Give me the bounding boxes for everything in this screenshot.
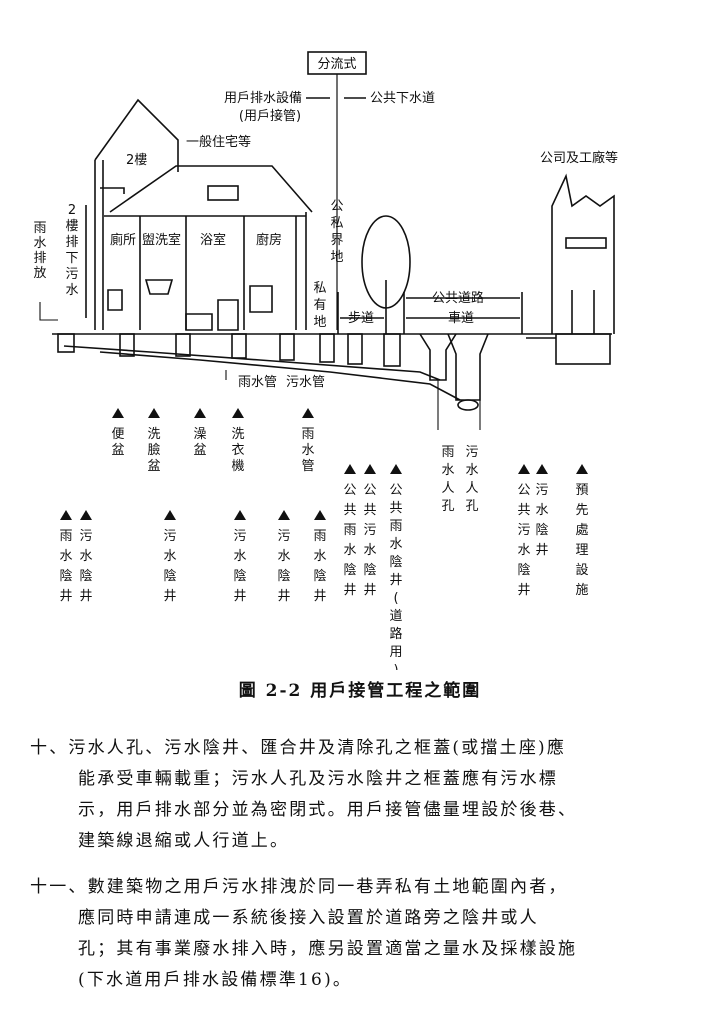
well-8 [383,333,401,367]
fixture-rainpipe-label: 雨水管 [301,427,314,474]
well-5 [279,333,295,361]
factory-public-sewage-well-label: 公共污水陰井 [517,483,530,598]
rain-discharge-label: 雨水排放 [33,221,46,281]
sidewalk-label: 步道 [348,311,374,326]
bottom-rain-well-label-1: 雨水陰井 [59,529,72,604]
public-rain-well-road-label: 公共雨水陰井(道路用) [389,483,402,670]
bottom-sewage-well-label-4: 污水陰井 [277,529,290,604]
public-rain-well-label: 公共雨水陰井 [343,483,356,598]
room-label-1: 廁所 [110,232,136,248]
well-1 [57,333,75,353]
bottom-rain-well-label-2: 雨水陰井 [313,529,326,604]
well-2 [119,333,135,357]
paragraph-line: 孔；其有事業廢水排入時，應另設置適當之量水及採樣設施 [78,939,578,959]
room-label-3: 浴室 [200,232,226,248]
bathtub [185,313,213,331]
rain-pipe-label: 雨水管 [238,375,277,390]
pretreatment-tank [555,333,611,365]
main-roof [109,165,313,213]
paragraph-11: 十一、數建築物之用戶污水排洩於同一巷弄私有土地範圍內者， 應同時申請連成一系統後… [30,872,690,996]
paragraph-line: 十一、數建築物之用戶污水排洩於同一巷弄私有土地範圍內者， [30,877,568,897]
bottom-sewage-well-label-2: 污水陰井 [163,529,176,604]
floor2-label: 2樓 [126,153,147,168]
fixture-washer-label: 洗衣機 [231,427,244,474]
gutter [100,187,125,194]
roadway-label: 車道 [448,311,474,326]
well-7 [347,333,363,365]
system-type-label: 分流式 [317,57,356,72]
public-side-label: 公共下水道 [370,91,435,106]
toilet [107,289,123,311]
public-sewage-well-label: 公共污水陰井 [363,483,376,598]
marker-triangles [60,408,588,520]
boundary-label: 公私界地 [330,199,343,265]
vent [207,185,239,201]
figure-caption: 圖 2-2 用戶接管工程之範圍 [238,681,482,701]
washing-machine [217,299,239,331]
sewage-pipe-label: 污水管 [286,375,325,390]
upper-roof [94,98,179,172]
room-label-2: 盥洗室 [142,232,181,248]
room-label-4: 廚房 [256,232,282,248]
sewage-manhole [447,333,489,401]
fixture-basin-label: 洗臉盆 [147,427,160,474]
well-6 [319,333,335,363]
manhole-bottom [457,399,479,411]
pointer-rain-discharge [39,302,58,321]
paragraph-line: (下水道用戶排水設備標準16)。 [78,970,353,990]
sewer-connection-diagram: 分流式 用戶排水設備 (用戶接管) 公共下水道 一般住宅等 2樓 廁所 盥洗室 … [33,51,618,670]
pretreatment-label: 預先處理設施 [575,483,588,598]
fixture-toilet-label: 便盆 [111,427,124,458]
paragraph-line: 十、污水人孔、污水陰井、匯合井及清除孔之框蓋(或擋土座)應 [30,738,567,758]
well-3 [175,333,191,357]
factory-sewage-well-label: 污水陰井 [535,483,548,558]
bottom-sewage-well-label-3: 污水陰井 [233,529,246,604]
user-side-sub-label: (用戶接管) [239,108,301,124]
user-side-label: 用戶排水設備 [224,90,302,106]
wash-basin [144,279,174,295]
paragraph-line: 應同時申請連成一系統後接入設置於道路旁之陰井或人 [78,908,539,928]
kitchen-sink [249,285,273,313]
private-land-label: 私有地 [313,281,326,330]
fixture-bathtub-label: 澡盆 [193,427,206,458]
sewage-manhole-label: 污水人孔 [465,445,478,514]
paragraph-line: 示，用戶排水部分並為密閉式。用戶接管儘量埋設於後巷、 [78,800,578,820]
paragraph-10: 十、污水人孔、污水陰井、匯合井及清除孔之框蓋(或擋土座)應 能承受車輛載重；污水… [30,733,690,857]
rain-pipe [63,345,441,381]
public-road-label: 公共道路 [432,290,484,306]
house-label: 一般住宅等 [186,134,251,150]
paragraph-line: 建築線退縮或人行道上。 [78,831,290,851]
factory-building [551,173,615,334]
rain-manhole-label: 雨水人孔 [441,445,454,514]
factory-window [565,237,607,249]
factory-label: 公司及工廠等 [540,150,618,166]
bottom-sewage-well-label-1: 污水陰井 [79,529,92,604]
paragraph-line: 能承受車輛載重；污水人孔及污水陰井之框蓋應有污水標 [78,769,558,789]
well-4 [231,333,247,359]
sewage-pipe [99,351,461,401]
